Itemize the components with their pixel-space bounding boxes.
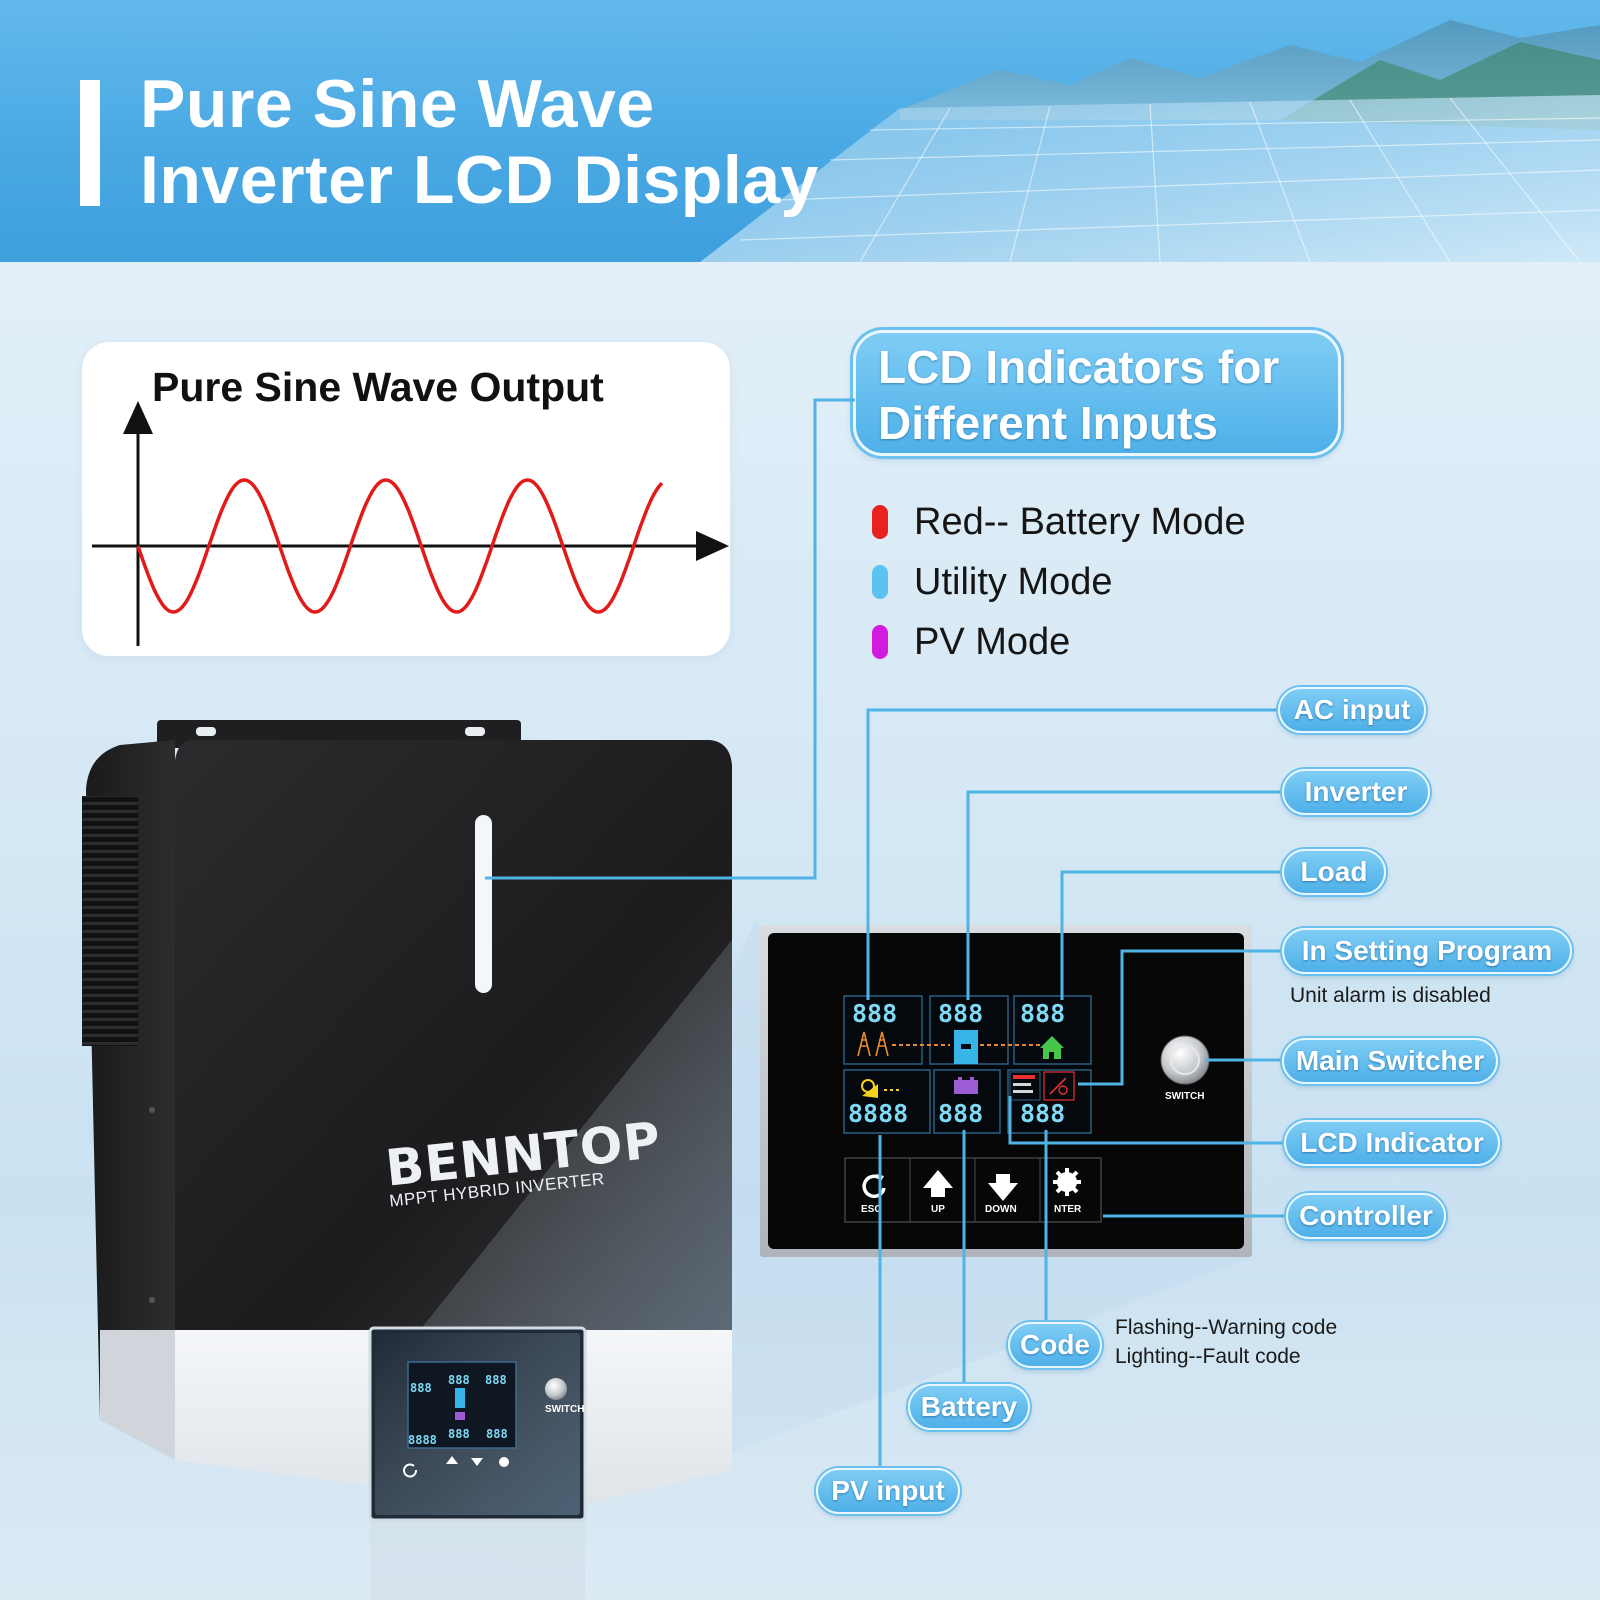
leader-ac-input (866, 708, 1276, 1000)
battery-icon (954, 1077, 978, 1094)
legend-label: Utility Mode (914, 560, 1113, 603)
seg-ac-input: 888 (852, 999, 897, 1028)
mini-seg-5: 888 (448, 1427, 470, 1441)
leader-lcd-indicator (1008, 1096, 1282, 1145)
lcd-screen: 888 888 888 (842, 995, 1092, 1134)
callout-main-switcher: Main Switcher (1282, 1038, 1498, 1084)
legend-utility-mode: Utility Mode (872, 552, 1246, 612)
transmission-tower-icon (857, 1031, 889, 1057)
status-light-bar (475, 815, 492, 993)
controller-button-row (844, 1157, 1102, 1223)
seg-code: 888 (1020, 1099, 1065, 1128)
gear-icon (1053, 1168, 1081, 1196)
seg-pv: 8888 (848, 1099, 908, 1128)
mini-switch-knob (545, 1378, 567, 1400)
mini-switch-label: SWITCH (545, 1404, 584, 1415)
page-title: Pure Sine Wave Inverter LCD Display (140, 66, 819, 218)
lcd-title-line-2: Different Inputs (878, 397, 1218, 449)
blue-dot-icon (872, 565, 888, 599)
mini-seg-6: 888 (486, 1427, 508, 1441)
code-note-warning: Flashing--Warning code (1115, 1316, 1338, 1339)
lcd-indicators-title: LCD Indicators for Different Inputs (853, 330, 1341, 456)
up-label: UP (931, 1204, 945, 1215)
seg-battery: 888 (938, 1099, 983, 1128)
callout-load: Load (1282, 849, 1386, 895)
enter-label: NTER (1054, 1204, 1082, 1215)
mini-seg-1: 888 (410, 1381, 432, 1395)
callout-in-setting-program: In Setting Program (1282, 928, 1572, 974)
leader-lines (485, 398, 1284, 1468)
down-label: DOWN (985, 1204, 1017, 1215)
red-dot-icon (872, 505, 888, 539)
mini-seg-4: 8888 (408, 1433, 437, 1447)
leader-setting-program (1078, 949, 1280, 1086)
title-line-1: Pure Sine Wave (140, 66, 655, 142)
seg-inverter: 888 (938, 999, 983, 1028)
callout-ac-input: AC input (1278, 687, 1426, 733)
callout-inverter: Inverter (1282, 769, 1430, 815)
sine-wave-card: Pure Sine Wave Output (81, 341, 731, 657)
legend-label: PV Mode (914, 620, 1071, 663)
zoomed-control-panel: 888 888 888 (760, 925, 1252, 1257)
header-banner: Pure Sine Wave Inverter LCD Display (0, 0, 1600, 262)
magenta-dot-icon (872, 625, 888, 659)
up-arrow-icon (923, 1170, 953, 1197)
title-line-2: Inverter LCD Display (140, 142, 819, 218)
leader-status-light (485, 398, 855, 880)
mini-seg-2: 888 (448, 1373, 470, 1387)
solar-panel-background (700, 20, 1600, 262)
title-accent-bar (80, 80, 100, 206)
mode-legend: Red-- Battery Mode Utility Mode PV Mode (872, 492, 1246, 672)
legend-pv-mode: PV Mode (872, 612, 1246, 672)
callout-pv-input: PV input (816, 1468, 960, 1514)
house-icon (1040, 1036, 1064, 1059)
switch-label: SWITCH (1165, 1091, 1204, 1102)
callout-code: Code (1008, 1322, 1102, 1368)
leader-load (1060, 870, 1280, 1000)
esc-label: ESC (861, 1204, 882, 1215)
main-switch-knob (1160, 1035, 1210, 1085)
solar-panel-icon (861, 1079, 878, 1098)
setting-program-note: Unit alarm is disabled (1290, 984, 1491, 1007)
sine-wave-graph (92, 401, 729, 646)
down-arrow-icon (988, 1174, 1018, 1201)
fault-indicator-icon (1009, 1071, 1075, 1101)
code-note-fault: Lighting--Fault code (1115, 1345, 1301, 1368)
callout-lcd-indicator: LCD Indicator (1284, 1120, 1500, 1166)
callout-controller: Controller (1286, 1193, 1446, 1239)
legend-label: Red-- Battery Mode (914, 500, 1246, 543)
lcd-title-line-1: LCD Indicators for (878, 341, 1280, 393)
leader-inverter (966, 790, 1280, 1000)
seg-load: 888 (1020, 999, 1065, 1028)
sine-wave-curve (136, 478, 664, 614)
device-lcd-panel: 888 888 888 8888 888 888 SWITCH (368, 1326, 587, 1522)
legend-battery-mode: Red-- Battery Mode (872, 492, 1246, 552)
sine-card-title: Pure Sine Wave Output (152, 364, 604, 410)
callout-battery: Battery (908, 1384, 1030, 1430)
vent-grille (82, 796, 138, 1046)
mini-seg-3: 888 (485, 1373, 507, 1387)
